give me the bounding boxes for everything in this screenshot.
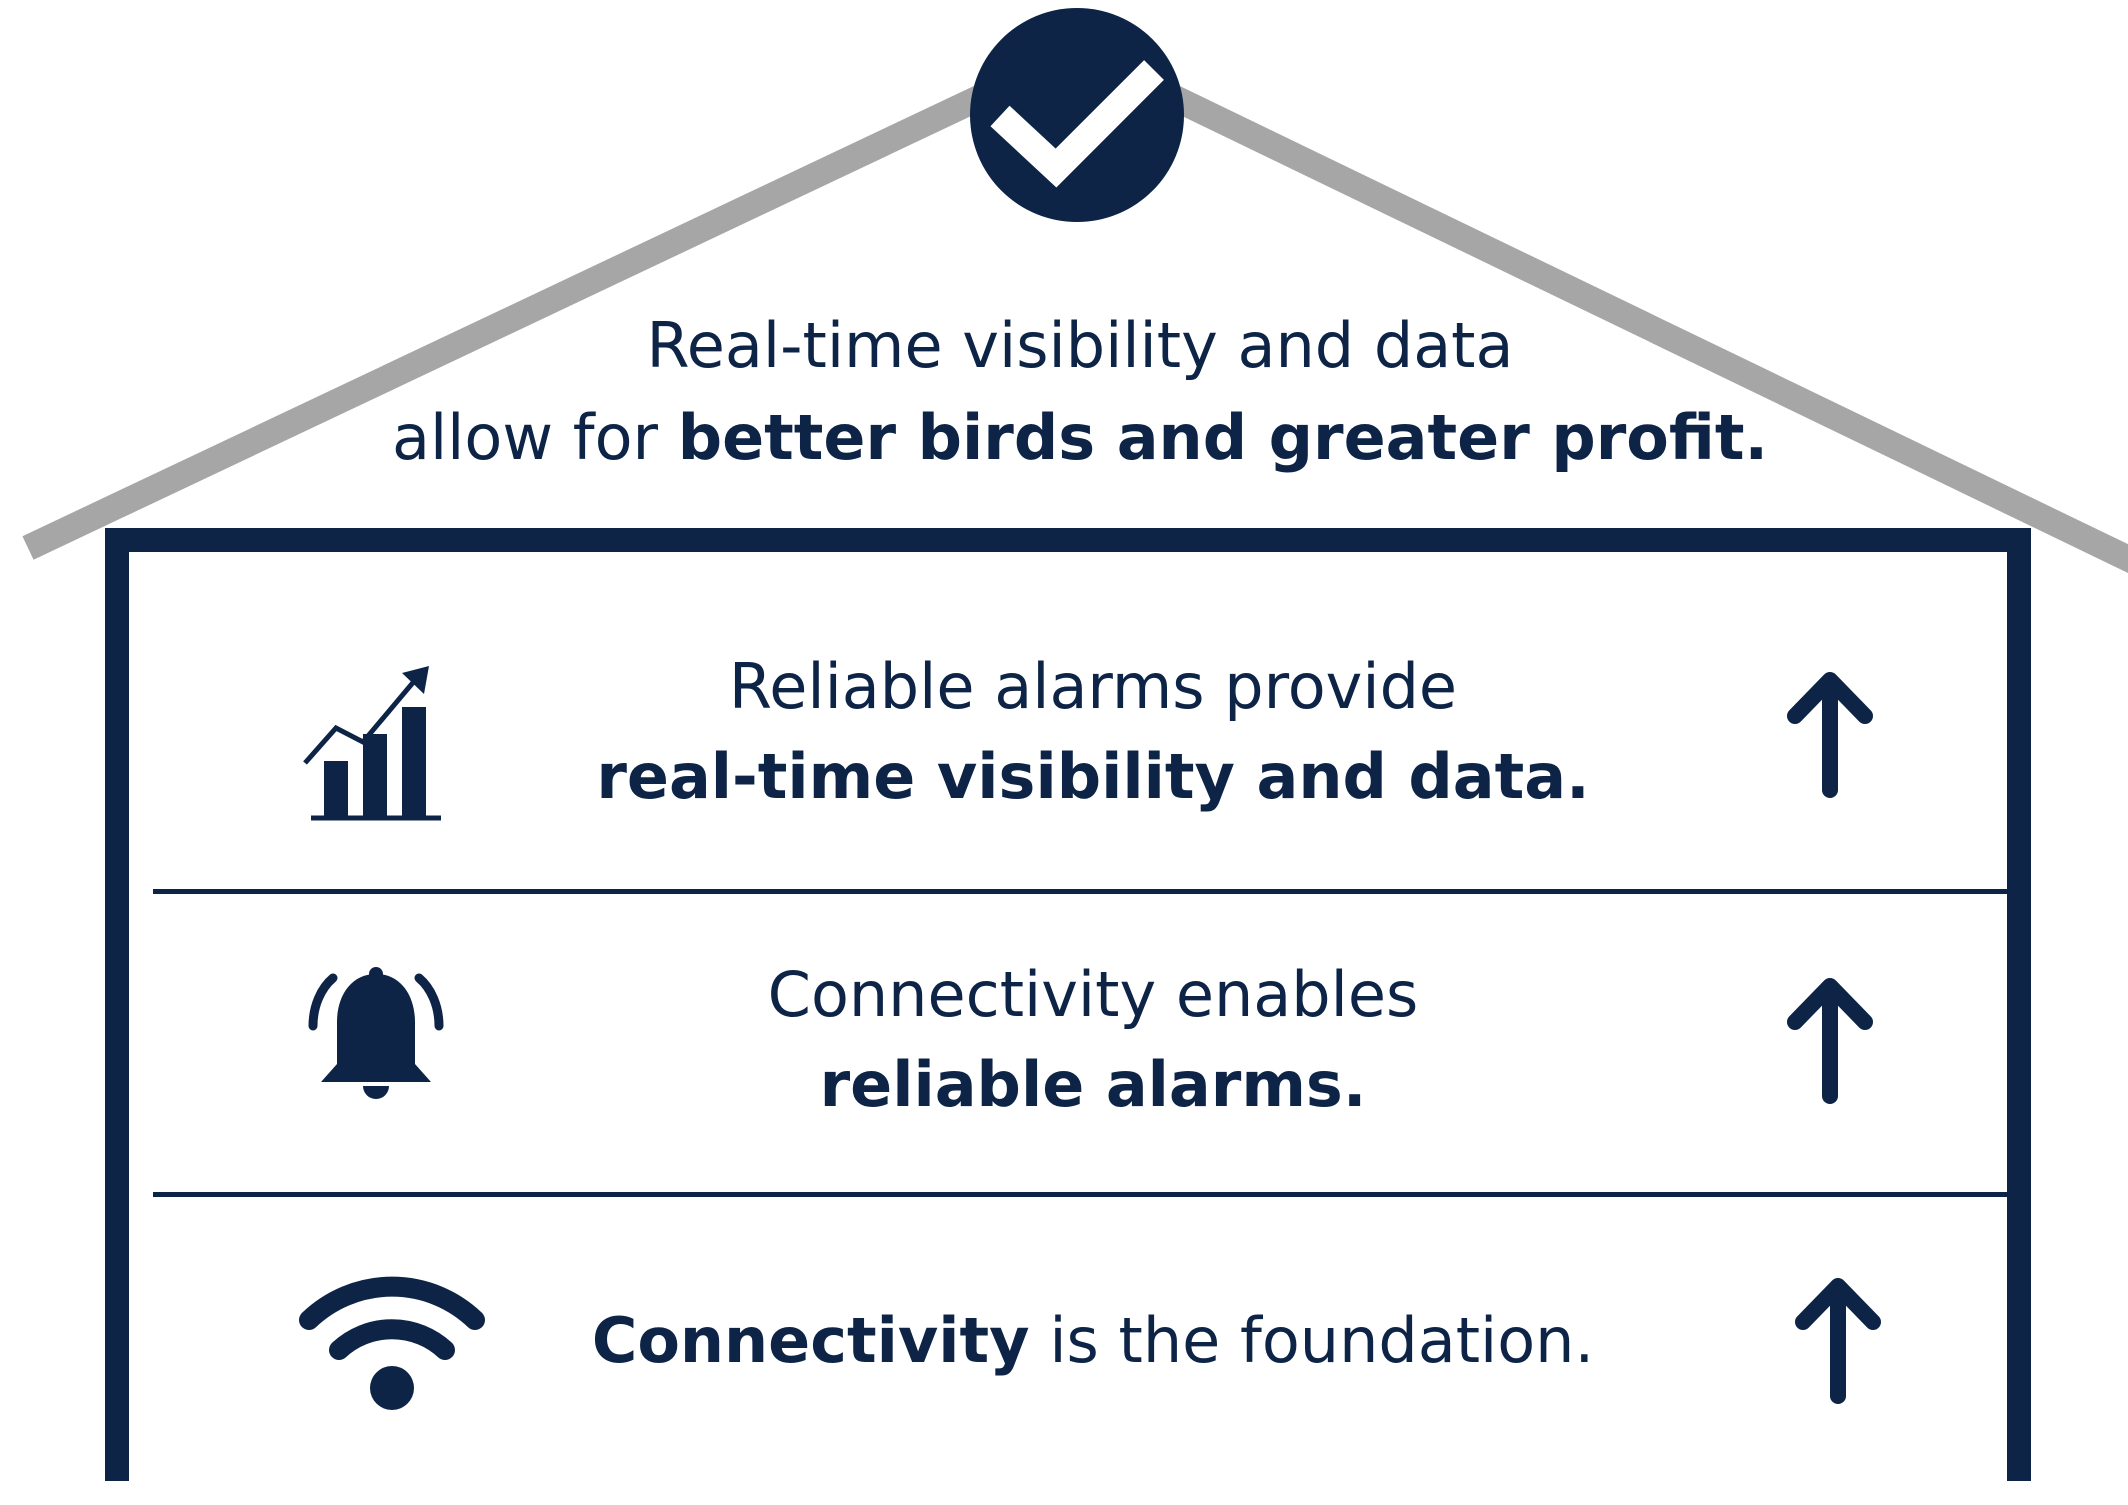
arrow-up-icon — [1793, 1274, 1883, 1404]
row-visibility-line-1: Reliable alarms provide — [728, 650, 1458, 723]
row-connectivity-bold: Connectivity — [591, 1304, 1030, 1377]
arrow-up-icon — [1785, 668, 1875, 798]
arrow-up-icon — [1785, 974, 1875, 1104]
row-connectivity-rest: is the foundation. — [1029, 1304, 1595, 1377]
roof-line-2-bold: better birds and greater profit. — [677, 401, 1769, 474]
row-alarms-line-2: reliable alarms. — [453, 1040, 1733, 1130]
checkmark-icon — [990, 60, 1164, 188]
roof-line-2: allow for better birds and greater profi… — [380, 392, 1780, 484]
growth-chart-icon — [301, 664, 451, 824]
row-visibility: Reliable alarms provide real-time visibi… — [153, 576, 2031, 890]
ringing-bell-icon — [301, 966, 451, 1106]
wifi-icon — [299, 1270, 485, 1410]
row-visibility-line-2: real-time visibility and data. — [453, 732, 1733, 822]
house-body: Reliable alarms provide real-time visibi… — [105, 528, 2031, 1481]
row-visibility-line-2-bold: real-time visibility and data. — [596, 740, 1590, 813]
roof-right-line — [1148, 76, 2128, 574]
row-alarms-line-1: Connectivity enables — [767, 958, 1419, 1031]
row-connectivity-text: Connectivity is the foundation. — [453, 1296, 1733, 1386]
roof-line-2-prefix: allow for — [391, 401, 678, 474]
roof-left-line — [22, 76, 1006, 560]
row-alarms-text: Connectivity enables reliable alarms. — [453, 950, 1733, 1130]
row-divider — [153, 889, 2031, 894]
roof-line-1: Real-time visibility and data — [646, 309, 1514, 382]
row-connectivity-line: Connectivity is the foundation. — [453, 1296, 1733, 1386]
check-badge — [970, 8, 1184, 222]
roof-statement: Real-time visibility and data allow for … — [380, 300, 1780, 484]
row-connectivity: Connectivity is the foundation. — [153, 1198, 2031, 1505]
row-visibility-text: Reliable alarms provide real-time visibi… — [453, 642, 1733, 822]
row-alarms: Connectivity enables reliable alarms. — [153, 894, 2031, 1194]
row-divider — [153, 1192, 2031, 1197]
row-alarms-line-2-bold: reliable alarms. — [819, 1048, 1367, 1121]
